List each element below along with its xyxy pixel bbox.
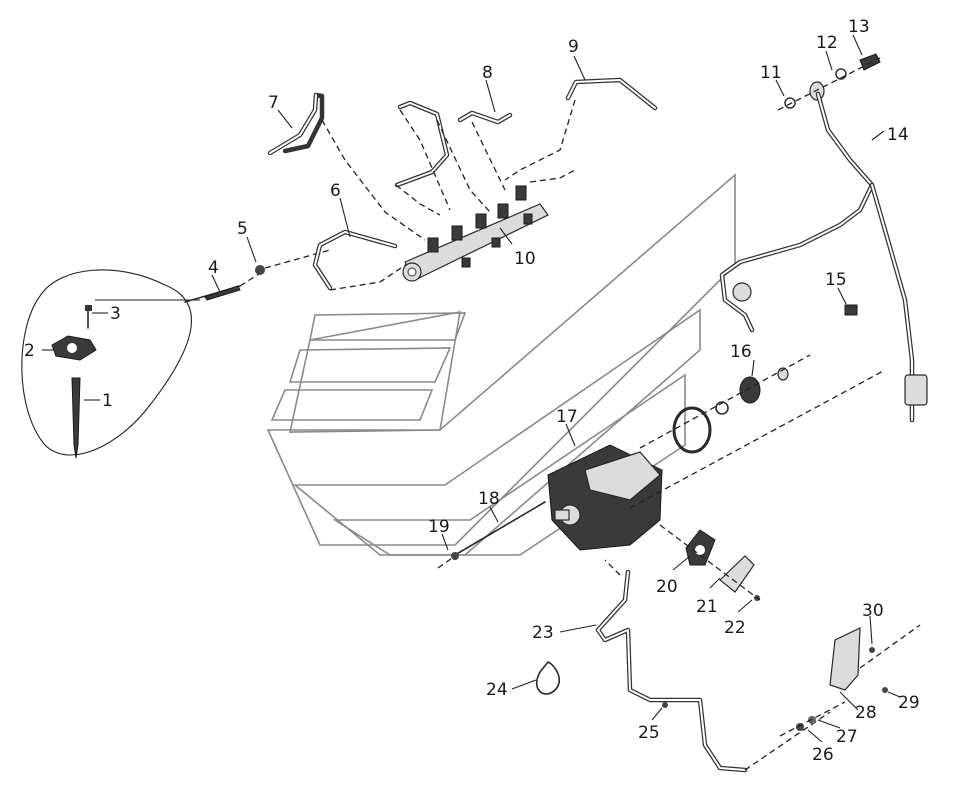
callout-24: 24 [486, 680, 508, 700]
callout-1: 1 [102, 391, 113, 411]
low-pressure-line [535, 559, 831, 773]
injector-clamp [51, 335, 97, 361]
leader-lines [42, 34, 901, 743]
injector-nozzle [71, 377, 81, 459]
common-rail [402, 185, 549, 282]
callout-23: 23 [532, 623, 554, 643]
callout-labels: 1 2 3 4 5 6 7 8 9 10 11 12 13 14 15 16 1… [24, 17, 920, 765]
pump-flange-set [659, 524, 761, 601]
plug [844, 304, 858, 316]
callout-22: 22 [724, 618, 746, 638]
callout-9: 9 [568, 37, 579, 57]
callout-15: 15 [825, 270, 847, 290]
callout-10: 10 [514, 249, 536, 269]
callout-28: 28 [855, 703, 877, 723]
callout-2: 2 [24, 341, 35, 361]
callout-4: 4 [208, 258, 219, 278]
callout-8: 8 [482, 63, 493, 83]
callout-12: 12 [816, 33, 838, 53]
injector [184, 271, 263, 303]
callout-13: 13 [848, 17, 870, 37]
fuel-return-line [719, 91, 928, 423]
callout-6: 6 [330, 181, 341, 201]
callout-14: 14 [887, 125, 909, 145]
callout-25: 25 [638, 723, 660, 743]
callout-5: 5 [237, 219, 248, 239]
pump-gear-set [639, 354, 811, 454]
callout-18: 18 [478, 489, 500, 509]
high-pressure-lines [267, 77, 658, 291]
detail-callout-circle [21, 269, 200, 456]
callout-3: 3 [110, 304, 121, 324]
callout-16: 16 [730, 342, 752, 362]
fuel-supply-line [437, 501, 546, 569]
callout-19: 19 [428, 517, 450, 537]
high-pressure-pump [547, 369, 886, 551]
callout-20: 20 [656, 577, 678, 597]
mounting-bracket-set [779, 624, 921, 737]
callout-30: 30 [862, 601, 884, 621]
callout-27: 27 [836, 727, 858, 747]
clamp-bolt [85, 305, 92, 329]
callout-11: 11 [760, 63, 782, 83]
callout-7: 7 [268, 93, 279, 113]
callout-17: 17 [556, 407, 578, 427]
callout-26: 26 [812, 745, 834, 765]
callout-29: 29 [898, 693, 920, 713]
callout-21: 21 [696, 597, 718, 617]
banjo-fitting-set [777, 53, 881, 111]
injector-nut [255, 249, 331, 275]
